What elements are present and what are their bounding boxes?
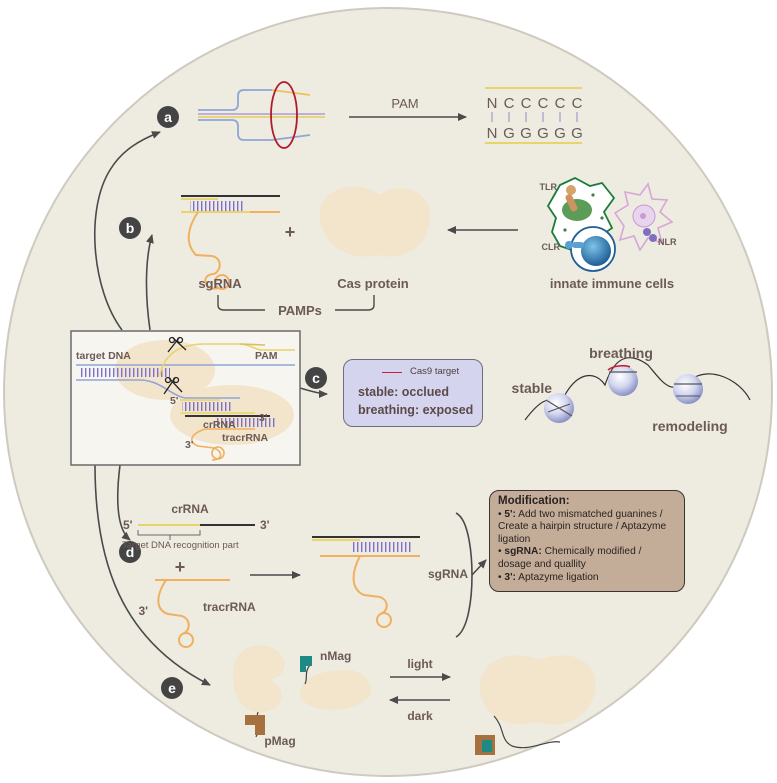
- center-three-prime-2: 3': [185, 439, 193, 451]
- sgrna-label: sgRNA: [198, 276, 242, 291]
- pam-seq-top-letter: C: [538, 95, 549, 112]
- d-crrna-label: crRNA: [171, 502, 209, 516]
- sgrna-schematic: [181, 195, 280, 290]
- pam-seq-bottom-letter: G: [537, 125, 549, 142]
- stable-label: stable: [512, 380, 553, 396]
- panel-b-label: b: [126, 220, 135, 236]
- cas9-target-legend-line: [382, 372, 402, 373]
- panel-e: pMag nMag light dark: [233, 645, 596, 755]
- immune-cells-label: innate immune cells: [550, 276, 674, 291]
- cas9-target-legend: Cas9 target: [410, 366, 460, 377]
- panel-d: crRNA 5' 3' Target DNA recognition part …: [122, 502, 487, 648]
- panel-labels: a b c d e: [119, 106, 327, 699]
- pam-seq-top-letter: C: [521, 95, 532, 112]
- target-dna-label: target DNA: [76, 350, 131, 362]
- arrow-to-a: [93, 131, 161, 331]
- pam-seq-top-letter: C: [504, 95, 515, 112]
- innate-immune-cells-illustration: [546, 176, 674, 272]
- nmag-protein-shape: [299, 669, 371, 710]
- complex-protein-shape: [479, 655, 596, 725]
- scissors-icon-2: [163, 376, 183, 395]
- panel-b: + sgRNA Cas protein PAMPs TLR CLR: [181, 176, 677, 318]
- d-sgrna-label: sgRNA: [428, 567, 468, 581]
- pmag-label: pMag: [264, 734, 295, 748]
- center-tracrrna-label: tracrRNA: [222, 432, 269, 444]
- d-sgrna-shape: [312, 536, 420, 628]
- complex-nmag-block: [482, 740, 492, 752]
- pamps-label: PAMPs: [278, 303, 322, 318]
- nlr-label: NLR: [658, 237, 677, 247]
- pam-seq-bottom-letter: G: [554, 125, 566, 142]
- stable-occluded-text: stable: occlued: [358, 385, 449, 399]
- pam-seq-top-letter: C: [555, 95, 566, 112]
- pam-seq-bottom-letter: G: [503, 125, 515, 142]
- recognition-part-label: Target DNA recognition part: [122, 540, 239, 551]
- pam-seq-bottom-letter: N: [487, 125, 498, 142]
- central-crispr-box: target DNA PAM 5' crRNA 3' 3' tracrRNA: [70, 330, 301, 466]
- clr-label: CLR: [542, 242, 561, 252]
- pamps-bracket: [217, 295, 375, 311]
- breathing-exposed-text: breathing: exposed: [358, 403, 474, 417]
- pam-seq-bottom-letter: G: [571, 125, 583, 142]
- cas-protein-shape: [320, 186, 430, 257]
- pam-dna-schematic: [198, 81, 325, 149]
- panel-a-label: a: [164, 109, 172, 125]
- d-mod-arrow: [471, 559, 487, 576]
- center-crrna-label: crRNA: [203, 419, 236, 431]
- pam-seq-top-letter: C: [572, 95, 583, 112]
- cas9-target-box: Cas9 target stable: occlued breathing: e…: [343, 359, 483, 427]
- panel-c-label: c: [312, 370, 320, 386]
- pam-label: PAM: [391, 96, 418, 111]
- d-three-prime-tracr: 3': [138, 604, 148, 618]
- tlr-label: TLR: [540, 182, 558, 192]
- d-tracrrna-label: tracrRNA: [203, 600, 256, 614]
- d-three-prime: 3': [260, 518, 270, 532]
- flow-arrows: [93, 131, 328, 686]
- panel-c-nucleosomes: stable breathing remodeling: [512, 345, 751, 434]
- panel-d-label: d: [126, 544, 135, 560]
- nmag-block: [300, 656, 312, 672]
- remodeling-label: remodeling: [652, 418, 727, 434]
- arrow-to-d: [116, 464, 131, 541]
- center-pam-label: PAM: [255, 350, 278, 362]
- center-five-prime: 5': [170, 395, 178, 407]
- arrow-to-b: [145, 234, 154, 331]
- panel-e-label: e: [168, 680, 176, 696]
- arrow-to-e: [94, 464, 211, 686]
- modification-item-3prime: • 3': Aptazyme ligation: [498, 571, 599, 583]
- pam-seq-top-letter: N: [487, 95, 498, 112]
- dark-label: dark: [407, 709, 433, 723]
- modification-title: Modification:: [498, 495, 570, 507]
- center-three-prime-1: 3': [259, 412, 267, 424]
- pmag-block: [245, 715, 265, 735]
- nmag-label: nMag: [320, 649, 351, 663]
- scissors-icon-1: [167, 336, 187, 353]
- d-five-prime: 5': [123, 518, 133, 532]
- light-label: light: [407, 657, 432, 671]
- pmag-protein-shape: [233, 645, 285, 712]
- modification-box: Modification: • 5': Add two mismatched g…: [489, 490, 685, 592]
- modification-item-sgrna: • sgRNA: Chemically modified / dosage an…: [498, 546, 642, 570]
- modification-item-5prime: • 5': Add two mismatched guanines / Crea…: [498, 508, 667, 545]
- plus-sign-b: +: [285, 222, 296, 242]
- cas-protein-label: Cas protein: [337, 276, 409, 291]
- pam-seq-bottom-letter: G: [520, 125, 532, 142]
- plus-sign-d: +: [175, 557, 186, 577]
- breathing-label: breathing: [589, 345, 653, 361]
- tracrrna-shape: [155, 579, 230, 648]
- arrow-to-c: [299, 387, 328, 398]
